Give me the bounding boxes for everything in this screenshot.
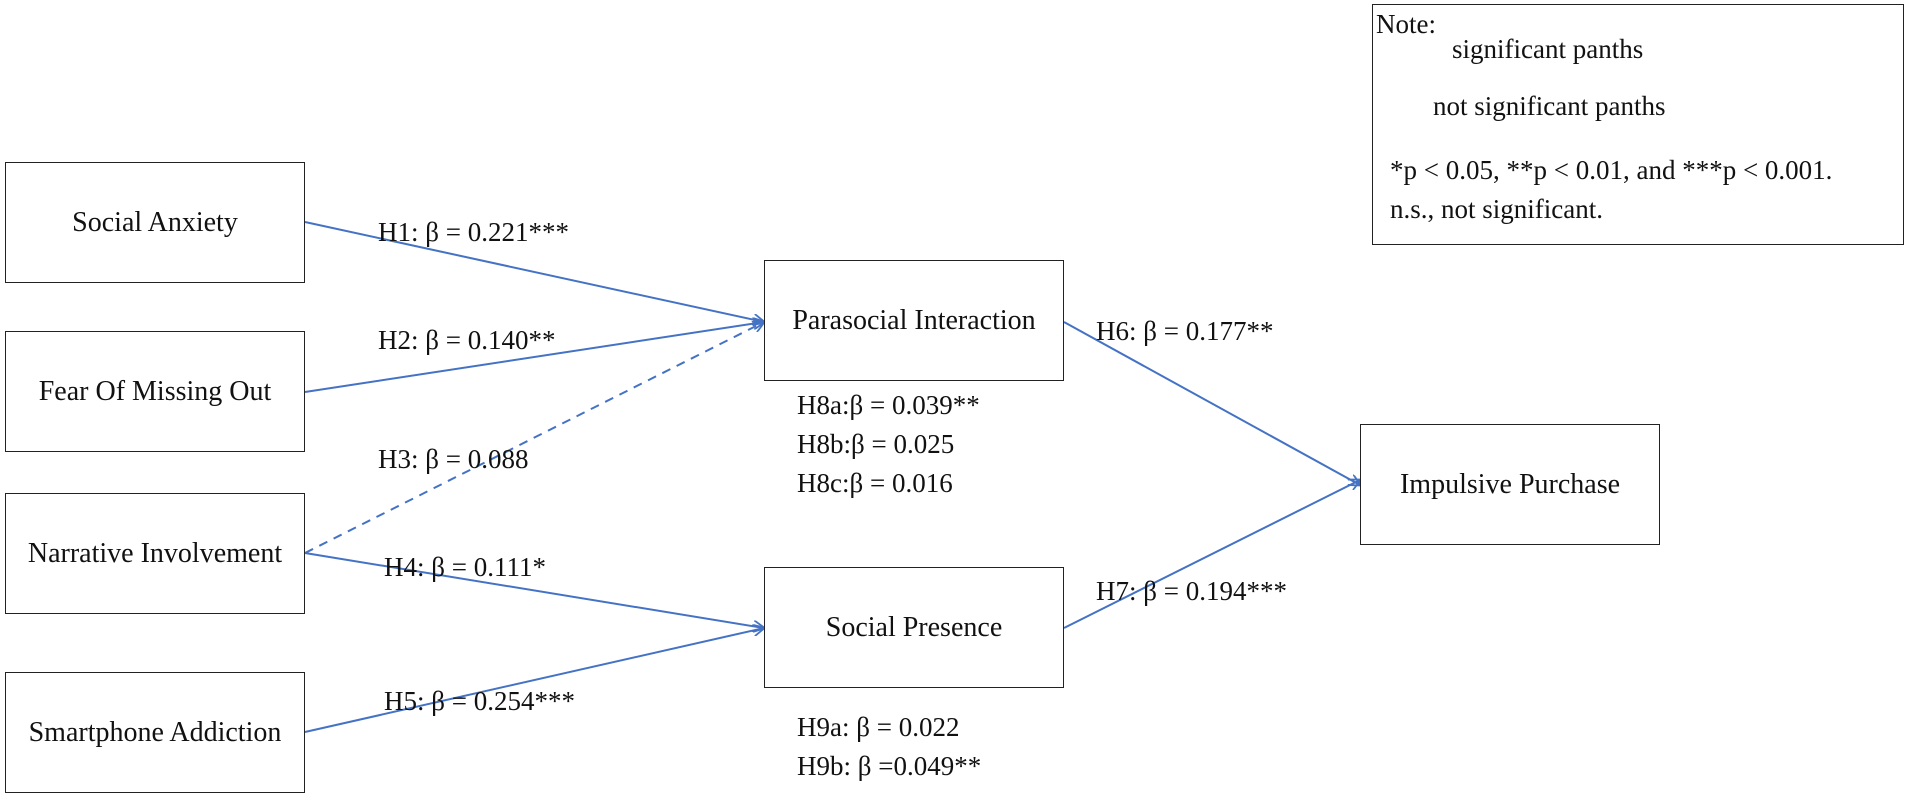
mediation-label-h8a: H8a:β = 0.039**	[797, 390, 980, 420]
path-label-h7: H7: β = 0.194***	[1096, 576, 1287, 606]
node-label: Social Presence	[825, 611, 1003, 643]
legend-not-significant-label: not significant panths	[1433, 91, 1666, 121]
arrow-h6	[1063, 321, 1360, 485]
path-label-h6: H6: β = 0.177**	[1096, 316, 1274, 346]
path-label-h1: H1: β = 0.221***	[378, 217, 569, 247]
mediation-label-h9b: H9b: β =0.049**	[797, 751, 982, 781]
node-smartphone-addiction: Smartphone Addiction	[5, 672, 305, 793]
node-impulsive-purchase: Impulsive Purchase	[1360, 424, 1660, 545]
arrow-h2	[304, 322, 764, 393]
legend-title: Note:	[1376, 9, 1436, 39]
legend-box: Note: significant panths not significant…	[1372, 4, 1904, 245]
legend-p-values: *p < 0.05, **p < 0.01, and ***p < 0.001.	[1390, 155, 1833, 185]
path-label-h4: H4: β = 0.111*	[384, 552, 546, 582]
node-label: Narrative Involvement	[27, 537, 283, 569]
arrow-h5	[304, 628, 764, 733]
arrow-h4	[304, 552, 764, 628]
path-label-h2: H2: β = 0.140**	[378, 325, 556, 355]
node-label: Parasocial Interaction	[792, 304, 1036, 336]
node-label: Impulsive Purchase	[1399, 468, 1621, 500]
arrow-h1	[304, 221, 764, 322]
node-label: Smartphone Addiction	[28, 716, 282, 748]
mediation-label-h9a: H9a: β = 0.022	[797, 712, 960, 742]
node-label: Social Anxiety	[72, 206, 238, 238]
mediation-label-h8b: H8b:β = 0.025	[797, 429, 955, 459]
legend-ns: n.s., not significant.	[1390, 194, 1603, 224]
arrow-h3	[304, 322, 764, 554]
node-social-presence: Social Presence	[764, 567, 1064, 688]
node-fear-of-missing-out: Fear Of Missing Out	[5, 331, 305, 452]
node-parasocial-interaction: Parasocial Interaction	[764, 260, 1064, 381]
node-narrative-involvement: Narrative Involvement	[5, 493, 305, 614]
mediation-label-h8c: H8c:β = 0.016	[797, 468, 953, 498]
node-social-anxiety: Social Anxiety	[5, 162, 305, 283]
path-label-h5: H5: β = 0.254***	[384, 686, 575, 716]
path-label-h3: H3: β = 0.088	[378, 444, 529, 474]
arrow-h7	[1063, 480, 1360, 629]
legend-significant-label: significant panths	[1452, 34, 1644, 64]
node-label: Fear Of Missing Out	[38, 375, 272, 407]
